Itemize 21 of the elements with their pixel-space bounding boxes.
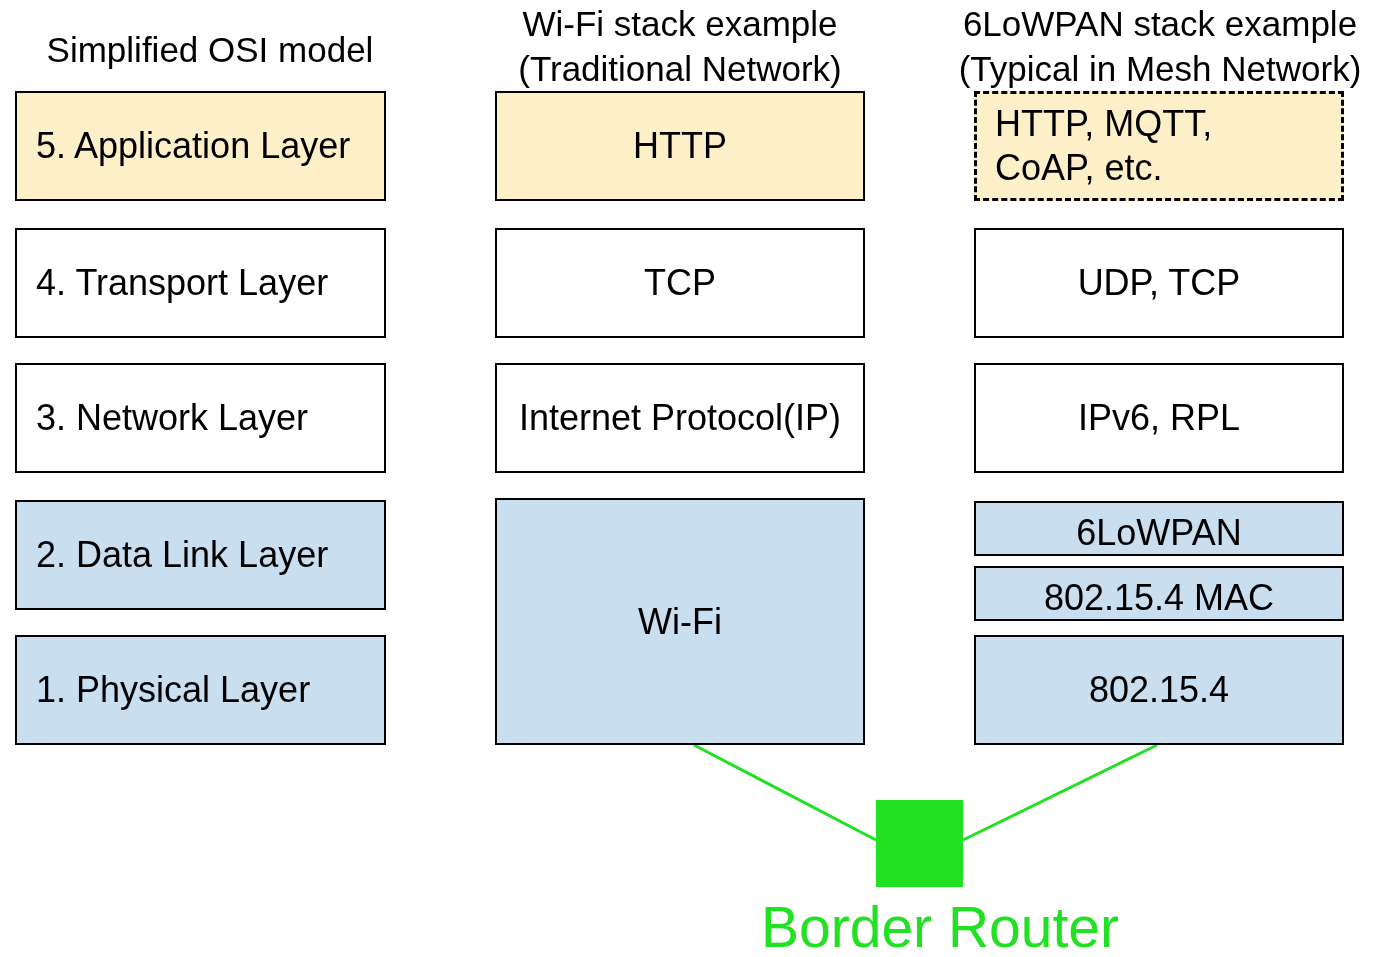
connector-line (693, 743, 877, 842)
layer-box: 1. Physical Layer (15, 635, 386, 745)
protocol-box: UDP, TCP (974, 228, 1344, 338)
protocol-box: TCP (495, 228, 865, 338)
protocol-box: IPv6, RPL (974, 363, 1344, 473)
connector-line (962, 743, 1158, 842)
layer-box: 2. Data Link Layer (15, 500, 386, 610)
layer-box: 5. Application Layer (15, 91, 386, 201)
column-heading: Simplified OSI model (46, 30, 374, 69)
protocol-box: 6LoWPAN (974, 501, 1344, 556)
protocol-box: 802.15.4 MAC (974, 566, 1344, 621)
protocol-box: HTTP (495, 91, 865, 201)
layer-box: 4. Transport Layer (15, 228, 386, 338)
dashed-protocol-box: HTTP, MQTT, CoAP, etc. (974, 91, 1344, 201)
layer-box: 3. Network Layer (15, 363, 386, 473)
column-heading: 6LoWPAN stack example (Typical in Mesh Network) (958, 4, 1362, 88)
protocol-box: 802.15.4 (974, 635, 1344, 745)
router-label: Border Router (760, 896, 1120, 957)
column-heading: Wi-Fi stack example (Traditional Network) (518, 4, 842, 88)
protocol-box: Internet Protocol(IP) (495, 363, 865, 473)
protocol-box: Wi-Fi (495, 498, 865, 745)
